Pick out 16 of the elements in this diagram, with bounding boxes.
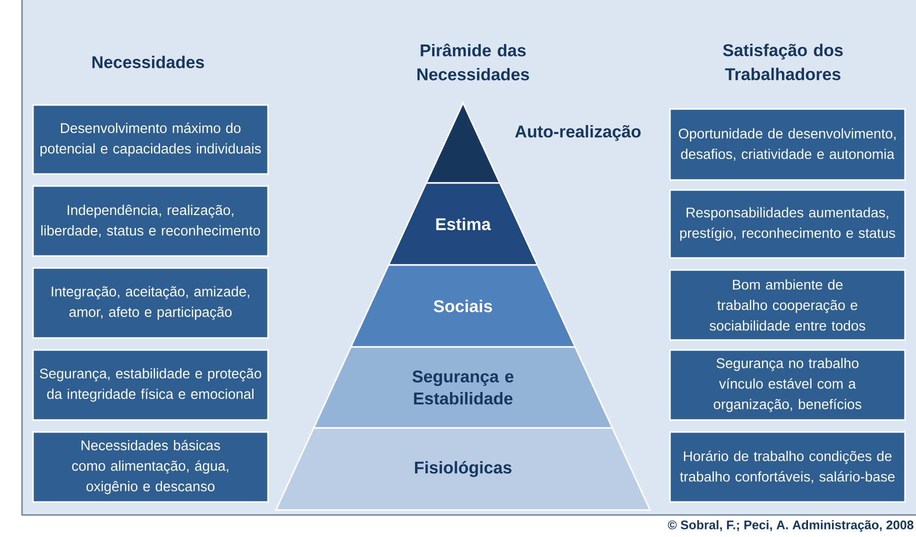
column-heading: Satisfação dos Trabalhadores bbox=[723, 44, 843, 80]
text-box: Bom ambiente de trabalho cooperação e sociabilidade entre todos bbox=[669, 269, 906, 341]
node-label: Auto-realização bbox=[515, 125, 641, 141]
text-box: Integração, aceitação, amizade, amor, afeto e participação bbox=[32, 267, 269, 339]
text-box: Segurança, estabilidade e proteção da integridade física e emocional bbox=[32, 349, 269, 421]
text-box: Desenvolvimento máximo do potencial e capacidades individuais bbox=[32, 104, 269, 175]
text-box: Horário de trabalho condições de trabalho confortáveis, salário-base bbox=[669, 431, 906, 503]
text-box: Oportunidade de desenvolvimento, desafios, criatividade e autonomia bbox=[669, 108, 906, 181]
pyramid-level: Segurança e Estabilidade bbox=[312, 346, 614, 429]
column-heading: Pirâmide das Necessidades bbox=[417, 44, 529, 80]
column-heading: Necessidades bbox=[92, 56, 204, 68]
text-box: Responsabilidades aumentadas, prestígio, reconhecimento e status bbox=[669, 189, 906, 259]
text-box: Necessidades básicas como alimentação, água, oxigênio e descanso bbox=[32, 431, 269, 503]
source-caption: © Sobral, F.; Peci, A. Administração, 2008 bbox=[668, 520, 914, 532]
text-box: Segurança no trabalho vínculo estável com a organização, benefícios bbox=[669, 349, 906, 421]
text-box: Independência, realização, liberdade, status e reconhecimento bbox=[32, 185, 269, 257]
